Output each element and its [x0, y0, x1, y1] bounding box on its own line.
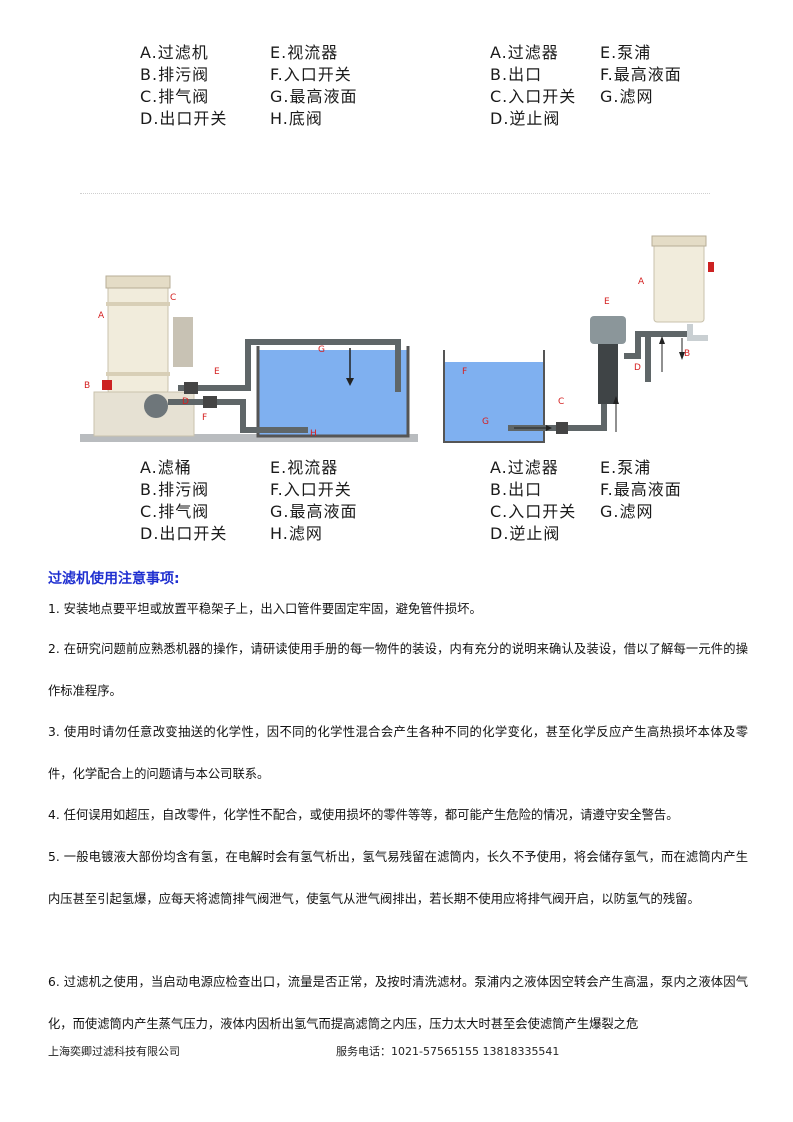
paragraph-2: 2. 在研究问题前应熟悉机器的操作，请研读使用手册的每一物件的装设，内有充分的说…: [48, 642, 748, 698]
legend-item: G.滤网: [600, 502, 654, 521]
label-a: A: [638, 277, 645, 287]
legend-item: F.最高液面: [600, 480, 682, 499]
legend-item: A.过滤器: [490, 458, 559, 477]
legend-item: F.最高液面: [600, 65, 682, 84]
section-heading: 过滤机使用注意事项:: [48, 571, 180, 587]
label-g: G: [318, 345, 325, 355]
legend-item: C.入口开关: [490, 502, 577, 521]
legend-item: B.出口: [490, 65, 543, 84]
paragraph-1: 1. 安装地点要平坦或放置平稳架子上，出入口管件要固定牢固，避免管件损坏。: [48, 602, 482, 616]
paragraph-6: 6. 过滤机之使用，当启动电源应检查出口，流量是否正常，及按时清洗滤材。泵浦内之…: [48, 975, 748, 1031]
filter-system-diagram-right: A B C D E F G: [443, 235, 714, 443]
legend-item: C.入口开关: [490, 87, 577, 106]
legend-item: E.视流器: [270, 43, 339, 62]
footer-phone: 服务电话：1021-57565155 13818335541: [336, 1045, 560, 1058]
paragraph-3: 3. 使用时请勿任意改变抽送的化学性，因不同的化学性混合会产生各种不同的化学变化…: [48, 725, 748, 781]
label-c: C: [558, 397, 564, 407]
label-b: B: [84, 381, 90, 391]
legend-item: B.出口: [490, 480, 543, 499]
legend-item: G.滤网: [600, 87, 654, 106]
legend-item: G.最高液面: [270, 87, 358, 106]
legend-item: D.逆止阀: [490, 524, 561, 543]
label-f: F: [202, 413, 207, 423]
legend-bottom-right: A.过滤器 E.泵浦 B.出口 F.最高液面 C.入口开关 G.滤网 D.逆止阀: [490, 457, 710, 545]
legend-item: A.过滤器: [490, 43, 559, 62]
legend-item: D.逆止阀: [490, 109, 561, 128]
label-h: H: [310, 429, 317, 439]
legend-item: E.视流器: [270, 458, 339, 477]
legend-item: [600, 523, 710, 545]
legend-item: H.底阀: [270, 109, 323, 128]
legend-item: B.排污阀: [140, 480, 210, 499]
legend-top-right: A.过滤器 E.泵浦 B.出口 F.最高液面 C.入口开关 G.滤网 D.逆止阀: [490, 42, 710, 130]
label-d: D: [634, 363, 641, 373]
legend-item: E.泵浦: [600, 458, 652, 477]
legend-item: C.排气阀: [140, 87, 210, 106]
label-b: B: [684, 349, 690, 359]
label-e: E: [604, 297, 610, 307]
legend-item: E.泵浦: [600, 43, 652, 62]
legend-item: G.最高液面: [270, 502, 358, 521]
tank-water: [258, 350, 408, 436]
label-d: D: [182, 397, 189, 407]
legend-item: A.滤桶: [140, 458, 192, 477]
legend-item: A.过滤机: [140, 43, 209, 62]
label-f: F: [462, 367, 467, 377]
legend-top-left: A.过滤机 E.视流器 B.排污阀 F.入口开关 C.排气阀 G.最高液面 D.…: [140, 42, 400, 130]
label-e: E: [214, 367, 220, 377]
legend-item: D.出口开关: [140, 109, 228, 128]
label-c: C: [170, 293, 176, 303]
legend-item: B.排污阀: [140, 65, 210, 84]
paragraph-5: 5. 一般电镀液大部份均含有氢，在电解时会有氢气析出，氢气易残留在滤筒内，长久不…: [48, 850, 748, 906]
legend-bottom-left: A.滤桶 E.视流器 B.排污阀 F.入口开关 C.排气阀 G.最高液面 D.出…: [140, 457, 400, 545]
footer-company: 上海奕卿过滤科技有限公司: [48, 1045, 180, 1058]
divider: [80, 193, 710, 194]
legend-item: [600, 108, 710, 130]
legend-item: H.滤网: [270, 524, 323, 543]
legend-item: F.入口开关: [270, 480, 352, 499]
paragraph-4: 4. 任何误用如超压，自改零件，化学性不配合，或使用损坏的零件等等，都可能产生危…: [48, 808, 679, 822]
filter-system-diagram-left: A C B E F D G H: [80, 275, 418, 442]
legend-item: C.排气阀: [140, 502, 210, 521]
legend-item: D.出口开关: [140, 524, 228, 543]
label-g: G: [482, 417, 489, 427]
label-a: A: [98, 311, 105, 321]
legend-item: F.入口开关: [270, 65, 352, 84]
